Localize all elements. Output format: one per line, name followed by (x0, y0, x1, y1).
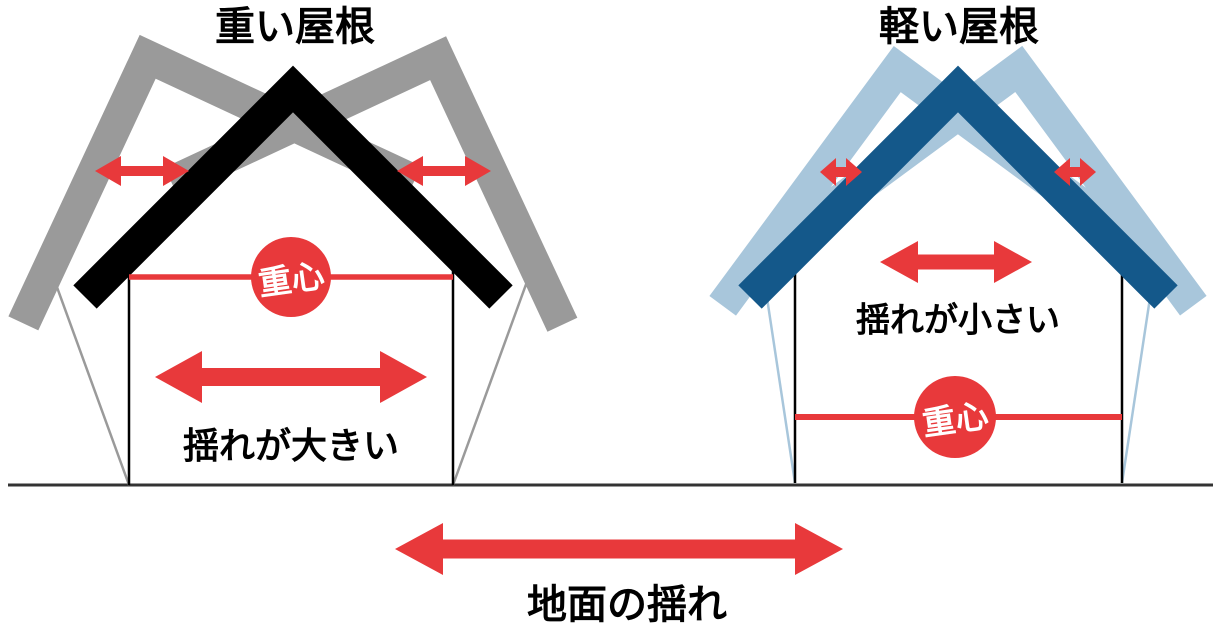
ground-shake-arrow (395, 523, 843, 575)
right-house-light-roof (738, 65, 1178, 309)
right-house-sway-label: 揺れが小さい (856, 300, 1060, 341)
right-house-sway-arrow (880, 241, 1032, 283)
ghost-wall-line (451, 263, 535, 486)
ground-shake-label: 地面の揺れ (527, 582, 727, 624)
right-house-title: 軽い屋根 (879, 4, 1039, 50)
left-center-of-gravity-label: 重心 (255, 255, 327, 304)
left-house-sway-arrow (155, 351, 427, 403)
left-house-heavy-roof (73, 65, 513, 309)
right-center-of-gravity-label: 重心 (919, 395, 991, 444)
ghost-wall-line (47, 263, 131, 486)
left-center-of-gravity-badge: 重心 (251, 237, 331, 317)
left-house-title: 重い屋根 (215, 4, 375, 50)
left-roof-sway-arrow-right (397, 156, 491, 186)
right-roof-sway-arrow-left (820, 158, 862, 186)
left-house-sway-label: 揺れが大きい (182, 426, 400, 467)
right-center-of-gravity-badge: 重心 (914, 376, 996, 458)
right-roof-sway-arrow-right (1054, 158, 1096, 186)
left-roof-sway-arrow-left (95, 156, 189, 186)
